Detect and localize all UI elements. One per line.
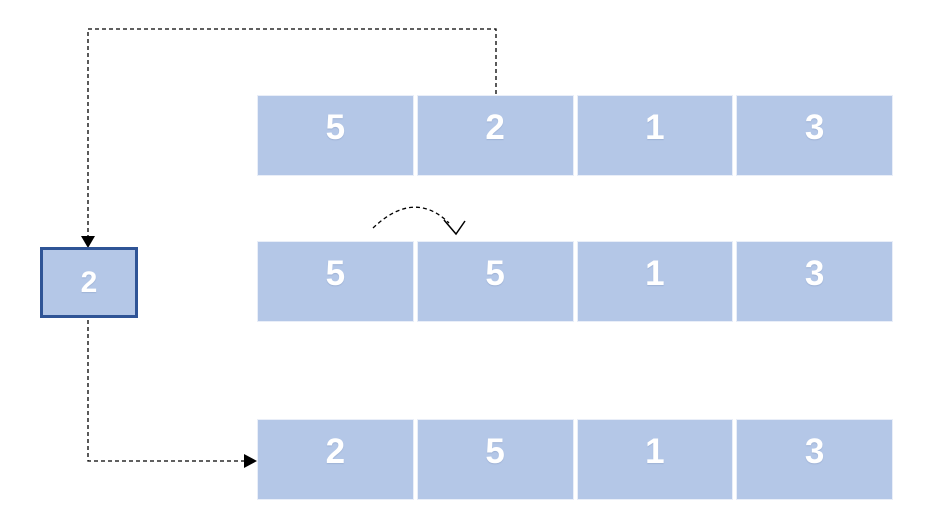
array-row-shifted: 5 5 1 3: [257, 241, 893, 322]
array-cell: 3: [736, 95, 893, 176]
array-cell: 5: [416, 241, 574, 322]
insert-connector-line: [87, 320, 244, 462]
shift-curved-arrow-line: [372, 206, 450, 229]
array-row-inserted: 2 5 1 3: [257, 419, 893, 500]
array-cell: 3: [736, 419, 893, 500]
held-value-box: 2: [40, 247, 138, 318]
array-cell: 5: [416, 419, 574, 500]
array-cell: 1: [576, 95, 734, 176]
array-cell: 3: [736, 241, 893, 322]
arrowhead-right-icon: [244, 454, 257, 468]
array-row-original: 5 2 1 3: [257, 95, 893, 176]
array-cell: 1: [576, 241, 734, 322]
array-cell: 5: [257, 241, 414, 322]
array-cell: 2: [416, 95, 574, 176]
arrowhead-v-icon: [443, 219, 466, 236]
array-cell: 2: [257, 419, 414, 500]
array-cell: 1: [576, 419, 734, 500]
array-cell: 5: [257, 95, 414, 176]
